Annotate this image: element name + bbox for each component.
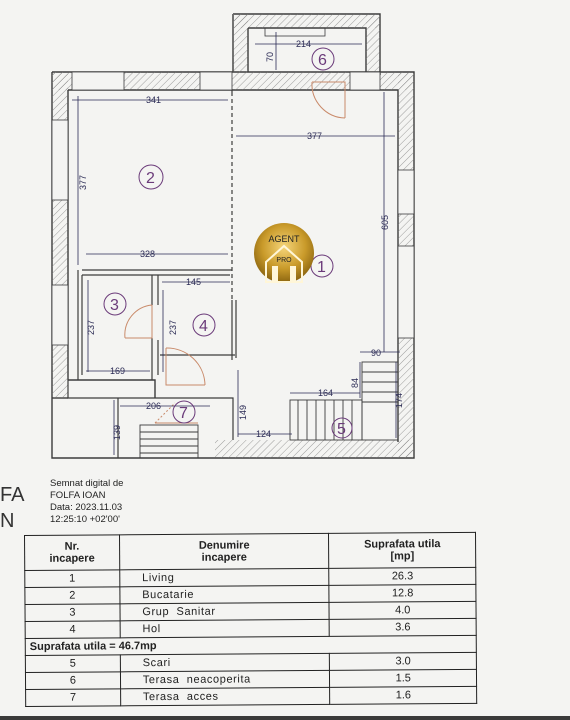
- cell-area: 12.8: [329, 584, 476, 603]
- digital-signature: Semnat digital de FOLFA IOAN Data: 2023.…: [50, 478, 123, 526]
- dim-605: 605: [380, 215, 390, 230]
- table-header-row: Nr. incapere Denumire incapere Suprafata…: [24, 532, 476, 571]
- dim-328: 328: [140, 249, 155, 259]
- cell-area: 4.0: [329, 601, 477, 620]
- cell-area: 26.3: [329, 567, 476, 586]
- header-nr: Nr. incapere: [24, 534, 120, 571]
- cell-name: Living: [119, 568, 330, 587]
- cell-name: Scari: [120, 653, 330, 672]
- dim-377-vertical: 377: [78, 175, 88, 190]
- dim-124: 124: [256, 429, 271, 439]
- room-4-label: 4: [199, 318, 208, 335]
- room-7-label: 7: [179, 405, 188, 422]
- dim-237-right: 237: [168, 320, 178, 335]
- cell-name: Bucatarie: [119, 585, 330, 604]
- cell-name: Hol: [119, 619, 330, 638]
- room-2-label: 2: [146, 170, 155, 187]
- dim-206: 206: [146, 401, 161, 411]
- dim-70: 70: [265, 52, 275, 62]
- cell-nr: 4: [25, 620, 121, 639]
- dim-149: 149: [238, 405, 248, 420]
- logo-text-pro: PRO: [276, 257, 292, 264]
- dim-214: 214: [296, 39, 311, 49]
- interior-walls: [67, 90, 237, 458]
- cell-area: 3.0: [329, 652, 477, 671]
- windows: [51, 27, 415, 346]
- signature-line-4: 12:25:10 +02'00': [50, 514, 120, 525]
- cell-nr: 5: [25, 654, 121, 673]
- signature-line-3: Data: 2023.11.03: [50, 502, 123, 513]
- dim-139: 139: [112, 425, 122, 440]
- signature-line-2: FOLFA IOAN: [50, 490, 106, 501]
- dim-341: 341: [146, 95, 161, 105]
- dim-84: 84: [350, 378, 360, 388]
- cell-nr: 3: [24, 603, 120, 622]
- cell-name: Grup Sanitar: [119, 602, 330, 621]
- header-name: Denumire incapere: [119, 533, 330, 570]
- dim-237-left: 237: [86, 320, 96, 335]
- floor-plan: 341 377 377 605 328 145 237 237 169 206 …: [51, 13, 415, 459]
- bottom-edge-bar: [0, 716, 570, 720]
- dimension-labels: 341 377 377 605 328 145 237 237 169 206 …: [78, 39, 404, 440]
- doors: [124, 81, 346, 424]
- room-1-label: 1: [317, 259, 326, 276]
- dim-377-horizontal: 377: [307, 131, 322, 141]
- cropped-text-fa: FA: [0, 484, 25, 506]
- signature-line-1: Semnat digital de: [50, 478, 124, 489]
- logo-text-agent: AGENT: [268, 234, 300, 244]
- cell-nr: 7: [25, 688, 121, 707]
- cell-nr: 2: [24, 586, 120, 605]
- cell-area: 3.6: [329, 618, 477, 637]
- dimension-lines: [72, 32, 400, 455]
- header-area: Suprafata utila [mp]: [328, 532, 476, 569]
- dim-169: 169: [110, 366, 125, 376]
- dim-145: 145: [186, 277, 201, 287]
- dim-164: 164: [318, 388, 333, 398]
- cell-name: Terasa acces: [120, 687, 331, 706]
- dim-90: 90: [371, 348, 381, 358]
- room-3-label: 3: [110, 297, 119, 314]
- room-6-label: 6: [318, 52, 327, 69]
- cell-nr: 6: [25, 671, 121, 690]
- dim-174: 174: [394, 393, 404, 408]
- cell-area: 1.6: [329, 686, 477, 705]
- room-5-label: 5: [337, 421, 346, 438]
- cell-nr: 1: [24, 569, 120, 588]
- room-area-table: Nr. incapere Denumire incapere Suprafata…: [24, 532, 477, 707]
- cell-name: Terasa neacoperita: [120, 670, 330, 689]
- stairs: [139, 361, 399, 459]
- table-row: 7 Terasa acces 1.6: [25, 686, 477, 707]
- agent-pro-logo: AGENT PRO: [254, 223, 314, 283]
- cell-area: 1.5: [329, 669, 477, 688]
- cropped-text-n: N: [0, 510, 15, 532]
